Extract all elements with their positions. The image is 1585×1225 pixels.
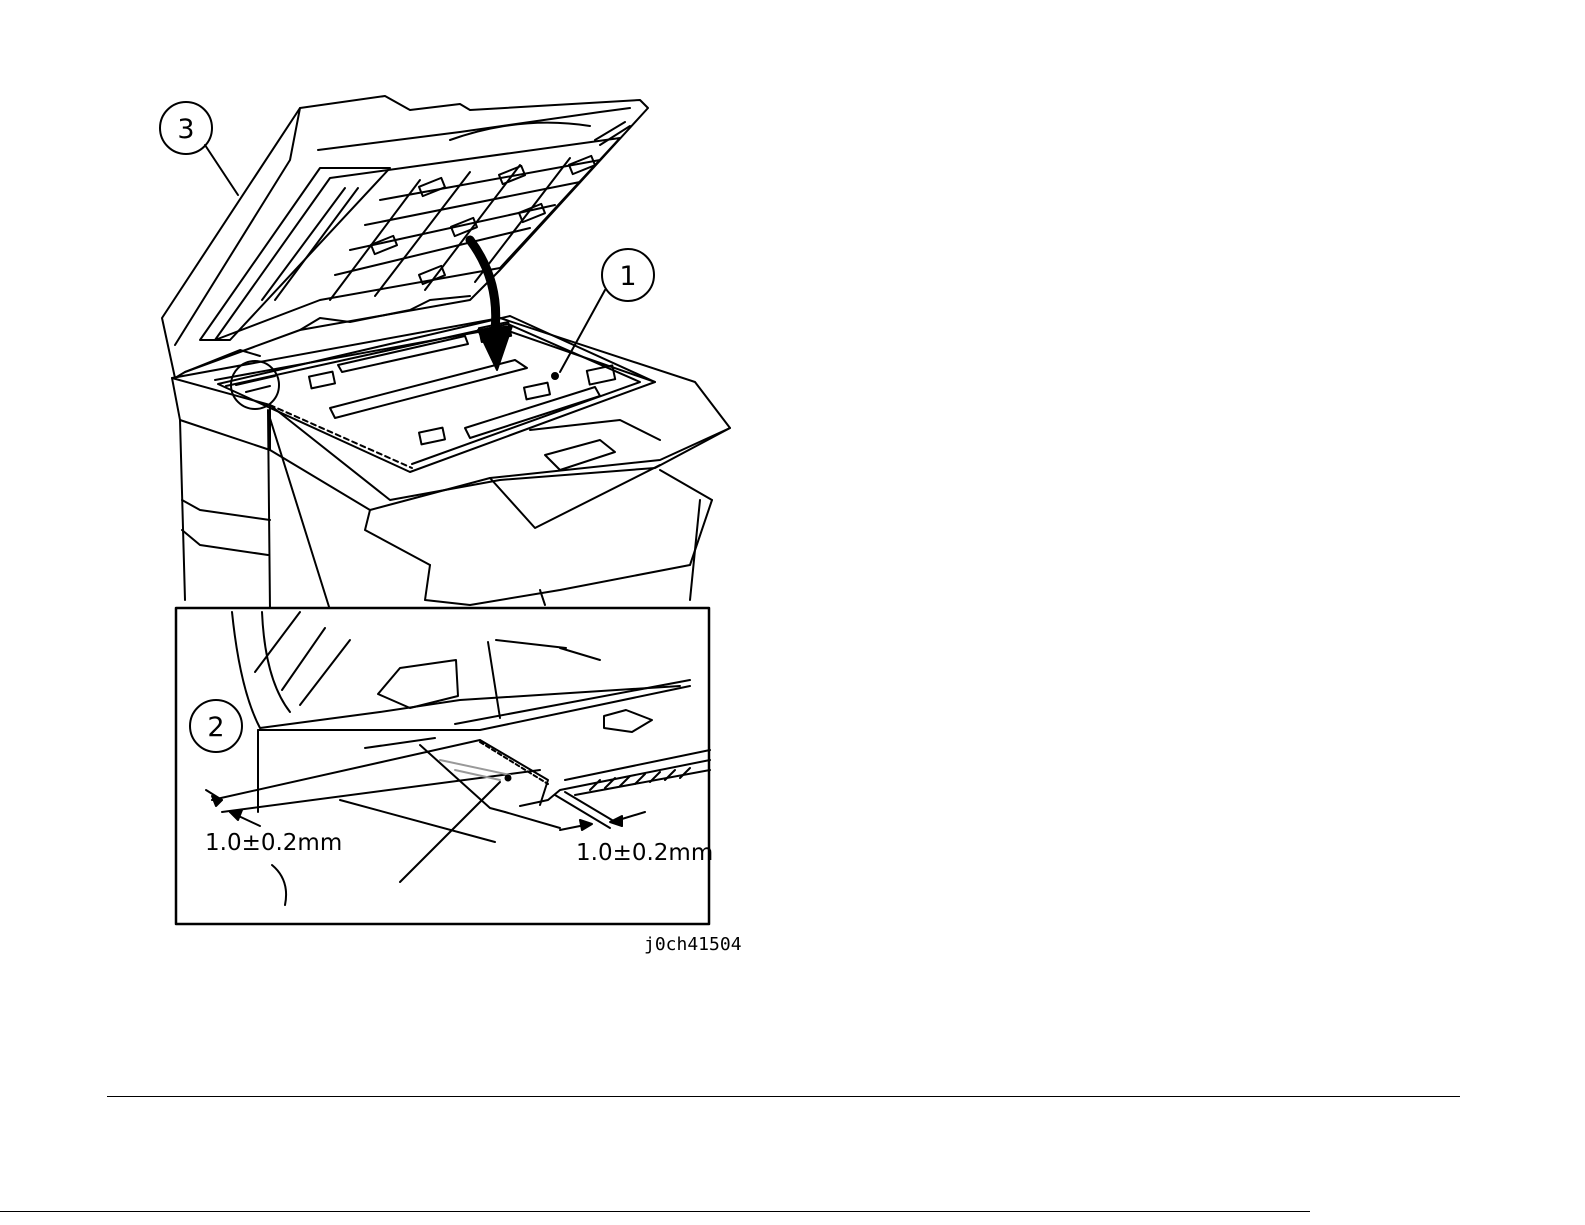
callout-3: [160, 102, 238, 195]
copier-body: [172, 316, 730, 605]
detail-inset: [176, 608, 710, 924]
figure-id: j0ch41504: [644, 934, 742, 955]
dimension-left-label: 1.0±0.2mm: [205, 830, 342, 856]
page-divider: [107, 1096, 1460, 1097]
callout-1-label: 1: [619, 261, 636, 292]
callout-3-label: 3: [177, 114, 194, 145]
callout-2-label: 2: [207, 712, 224, 743]
dimension-right-label: 1.0±0.2mm: [576, 840, 713, 866]
footer-divider: [0, 1211, 1310, 1212]
